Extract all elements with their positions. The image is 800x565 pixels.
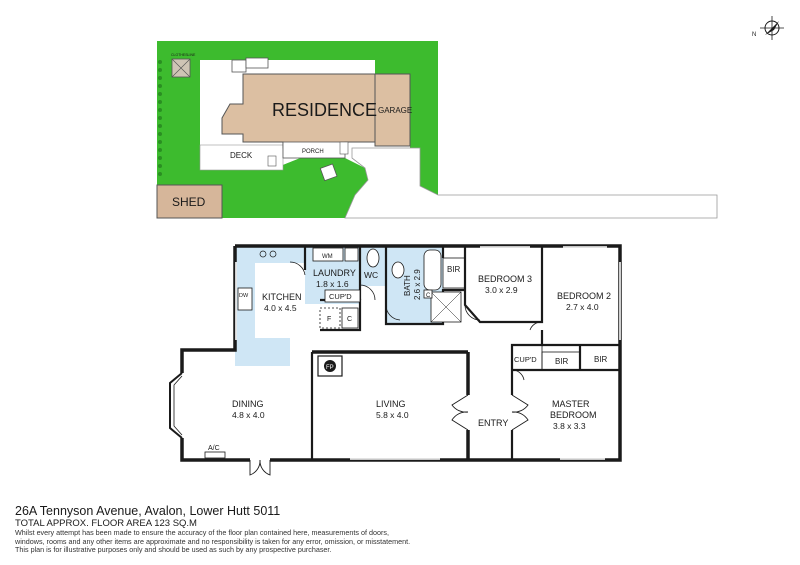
porch-label: PORCH — [302, 149, 324, 155]
vanity-basin — [391, 261, 405, 279]
clothesline-label: CLOTHESLINE — [171, 53, 196, 57]
windows — [235, 246, 621, 460]
bir-2-label: BIR — [555, 357, 569, 366]
bir-1-label: BIR — [447, 265, 461, 274]
fridge-label: F — [327, 316, 331, 323]
shed — [156, 184, 223, 219]
residence-label: RESIDENCE — [272, 100, 377, 120]
planter — [319, 163, 338, 182]
laundry-cupboard — [324, 289, 361, 303]
wm-label: WM — [322, 254, 333, 260]
cooktop-icon — [259, 250, 277, 258]
site-plan: RESIDENCE GARAGE PORCH DECK SHED CLOTHES… — [156, 41, 718, 219]
dining-dims: 4.8 x 4.0 — [232, 410, 265, 420]
pantry-cupboard — [341, 307, 359, 329]
fp-label: FP — [326, 365, 334, 371]
bir-bedroom2 — [579, 344, 621, 371]
kitchen-dims: 4.0 x 4.5 — [264, 303, 297, 313]
property-address: 26A Tennyson Avenue, Avalon, Lower Hutt … — [15, 504, 281, 518]
kitchen-benches — [235, 246, 305, 366]
kitchen-label: KITCHEN — [262, 292, 302, 302]
master-label-2: BEDROOM — [550, 410, 597, 420]
clothesline — [171, 58, 191, 78]
deck-label: DECK — [230, 151, 253, 160]
compass: N — [752, 16, 784, 40]
steps — [267, 155, 277, 167]
bay-window — [169, 372, 183, 439]
bedroom3-dims: 3.0 x 2.9 — [485, 285, 518, 295]
residence — [221, 73, 376, 149]
laundry-label: LAUNDRY — [313, 268, 356, 278]
toilet — [366, 248, 380, 268]
bir-3-label: BIR — [594, 355, 608, 364]
compass-north-label: N — [752, 32, 756, 38]
bin-box — [245, 57, 269, 69]
house-floor-plan: WM LAUNDRY 1.8 x 1.6 CUP'D WC BATH 2.6 x… — [169, 244, 622, 476]
driveway — [344, 147, 718, 219]
living-dims: 5.8 x 4.0 — [376, 410, 409, 420]
disclaimer: Whilst every attempt has been made to en… — [15, 528, 575, 555]
dw-label: DW — [239, 293, 249, 299]
dining-label: DINING — [232, 399, 264, 409]
bedroom2-label: BEDROOM 2 — [557, 291, 611, 301]
pantry-c-label: C — [347, 316, 352, 323]
garage — [374, 73, 411, 147]
disclaimer-line: Whilst every attempt has been made to en… — [15, 528, 389, 537]
bath-c-label: C — [426, 293, 431, 299]
bir-bedroom3 — [442, 257, 466, 289]
cupd-laundry-label: CUP'D — [329, 292, 352, 301]
master-dims: 3.8 x 3.3 — [553, 421, 586, 431]
bathtub — [423, 249, 442, 291]
steps — [339, 141, 349, 155]
laundry-dims: 1.8 x 1.6 — [316, 279, 349, 289]
disclaimer-line: windows, rooms and any other items are a… — [15, 536, 411, 546]
hedge — [158, 60, 162, 176]
bedroom3-label: BEDROOM 3 — [478, 274, 532, 284]
bath-label: BATH — [403, 275, 412, 296]
cupd-hall-label: CUP'D — [514, 355, 537, 364]
pantry-fridge — [319, 307, 341, 329]
bath-cupboard — [423, 289, 433, 299]
entry-label: ENTRY — [478, 418, 508, 428]
garage-label: GARAGE — [378, 106, 412, 115]
ac-label: A/C — [208, 445, 220, 452]
wc-label: WC — [364, 270, 378, 280]
bedroom2-dims: 2.7 x 4.0 — [566, 302, 599, 312]
washing-machine — [312, 247, 344, 262]
living-label: LIVING — [376, 399, 406, 409]
bin-box — [231, 59, 247, 73]
bay-window-inner — [173, 375, 183, 436]
dining-doors — [249, 459, 271, 476]
shed-label: SHED — [172, 195, 206, 209]
entry-doors — [451, 394, 529, 431]
kitchen-sink — [237, 287, 253, 311]
ac-unit — [204, 451, 226, 459]
bath-dims: 2.6 x 2.9 — [413, 269, 422, 300]
master-label-1: MASTER — [552, 399, 590, 409]
laundry-tub — [344, 247, 359, 262]
disclaimer-line: This plan is for illustrative purposes o… — [15, 545, 332, 555]
fireplace-icon — [324, 360, 336, 372]
total-floor-area: TOTAL APPROX. FLOOR AREA 123 SQ.M — [15, 518, 197, 529]
